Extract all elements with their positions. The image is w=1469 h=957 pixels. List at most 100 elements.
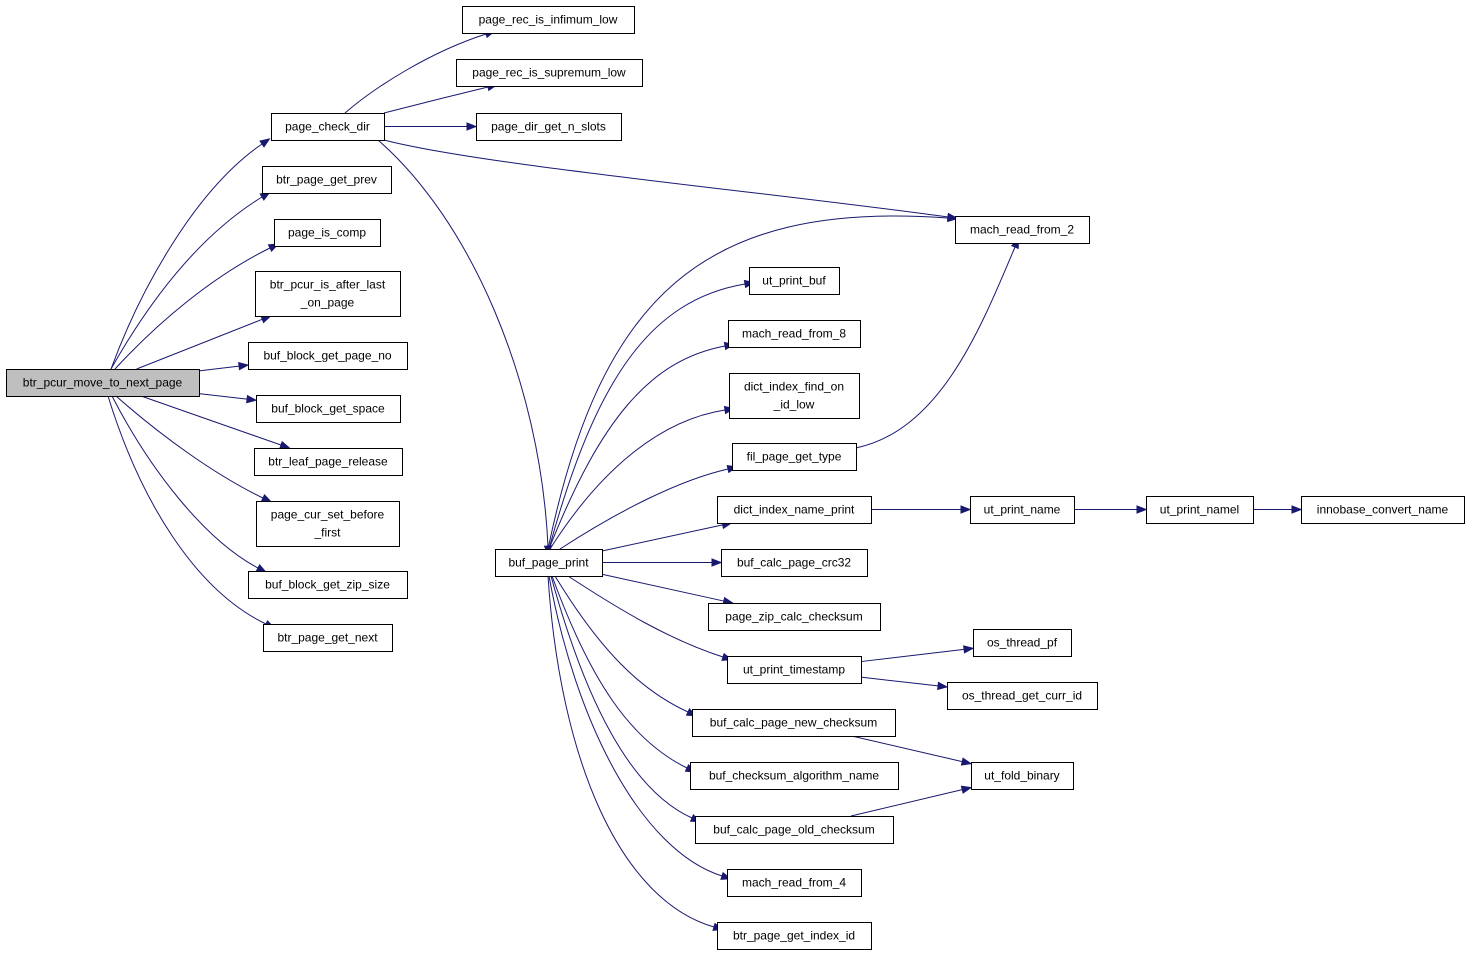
- call-edge-buf_page_print-to-dict_index_name_print: [601, 524, 723, 552]
- node-buf-checksum-algorithm-name[interactable]: buf_checksum_algorithm_name: [690, 762, 899, 790]
- call-edge-buf_page_print-to-buf_calc_page_old_checksum: [550, 575, 693, 819]
- node-page-dir-get-n-slots[interactable]: page_dir_get_n_slots: [476, 113, 622, 141]
- node-label: ut_fold_binary: [984, 769, 1059, 783]
- arrowhead: [279, 440, 291, 449]
- node-label: page_rec_is_infimum_low: [479, 13, 618, 27]
- node-buf-page-print[interactable]: buf_page_print: [495, 549, 603, 577]
- node-label: mach_read_from_8: [742, 327, 846, 341]
- node-btr-pcur-move-to-next-page[interactable]: btr_pcur_move_to_next_page: [6, 369, 200, 397]
- node-box: [692, 709, 896, 737]
- arrowhead: [937, 681, 949, 691]
- arrowhead: [960, 785, 973, 794]
- node-box: [256, 501, 400, 547]
- node-label: buf_calc_page_old_checksum: [713, 823, 874, 837]
- arrowhead: [1291, 505, 1303, 514]
- node-buf-block-get-page-no[interactable]: buf_block_get_page_no: [248, 342, 408, 370]
- node-label: btr_page_get_next: [277, 631, 378, 645]
- node-label: buf_block_get_page_no: [263, 349, 391, 363]
- node-page-is-comp[interactable]: page_is_comp: [274, 219, 381, 247]
- call-edge-buf_calc_page_new_checksum-to-ut_fold_binary: [851, 735, 963, 763]
- node-btr-pcur-is-after-last-on-page[interactable]: btr_pcur_is_after_last_on_page: [255, 271, 401, 317]
- call-edge-btr_pcur_move_to_next_page-to-page_cur_set_before_first: [115, 395, 264, 499]
- arrowhead: [947, 213, 959, 223]
- node-os-thread-get-curr-id[interactable]: os_thread_get_curr_id: [947, 682, 1098, 710]
- node-btr-leaf-page-release[interactable]: btr_leaf_page_release: [254, 448, 403, 476]
- node-ut-fold-binary[interactable]: ut_fold_binary: [971, 762, 1074, 790]
- node-box: [971, 762, 1074, 790]
- node-box: [729, 373, 860, 419]
- node-label: page_dir_get_n_slots: [491, 120, 606, 134]
- node-mach-read-from-2[interactable]: mach_read_from_2: [955, 216, 1090, 244]
- node-box: [1146, 496, 1254, 524]
- node-dict-index-name-print[interactable]: dict_index_name_print: [717, 496, 872, 524]
- call-edge-buf_calc_page_old_checksum-to-ut_fold_binary: [850, 789, 963, 817]
- node-label: page_cur_set_before: [271, 508, 385, 522]
- node-label: fil_page_get_type: [747, 450, 842, 464]
- node-fil-page-get-type[interactable]: fil_page_get_type: [732, 443, 857, 471]
- node-label: _on_page: [300, 296, 355, 310]
- node-buf-calc-page-new-checksum[interactable]: buf_calc_page_new_checksum: [692, 709, 896, 737]
- node-label: ut_print_name: [984, 503, 1061, 517]
- arrowhead: [960, 505, 972, 514]
- node-box: [274, 219, 381, 247]
- node-label: ut_print_buf: [762, 274, 826, 288]
- call-edge-buf_page_print-to-dict_index_find_on_id_low: [549, 409, 726, 550]
- node-btr-page-get-next[interactable]: btr_page_get_next: [263, 624, 393, 652]
- call-edge-btr_pcur_move_to_next_page-to-btr_pcur_is_after_last_on_page: [136, 318, 263, 370]
- function-nodes: btr_pcur_move_to_next_page page_check_dir…: [6, 6, 1465, 950]
- node-box: [495, 549, 603, 577]
- node-page-zip-calc-checksum[interactable]: page_zip_calc_checksum: [708, 603, 881, 631]
- node-mach-read-from-8[interactable]: mach_read_from_8: [728, 320, 861, 348]
- node-label: dict_index_find_on: [744, 380, 844, 394]
- node-dict-index-find-on-id-low[interactable]: dict_index_find_on _id_low: [729, 373, 860, 419]
- node-buf-block-get-space[interactable]: buf_block_get_space: [256, 395, 401, 423]
- arrowhead: [1136, 505, 1148, 514]
- node-os-thread-pf[interactable]: os_thread_pf: [973, 629, 1072, 657]
- node-ut-print-name[interactable]: ut_print_name: [970, 496, 1075, 524]
- node-label: buf_calc_page_new_checksum: [710, 716, 877, 730]
- call-edge-buf_page_print-to-fil_page_get_type: [559, 468, 729, 550]
- node-box: [456, 59, 643, 87]
- node-innobase-convert-name[interactable]: innobase_convert_name: [1301, 496, 1465, 524]
- call-edge-buf_page_print-to-mach_read_from_2: [547, 215, 949, 550]
- call-edge-buf_page_print-to-buf_checksum_algorithm_name: [551, 575, 688, 769]
- node-page-check-dir[interactable]: page_check_dir: [271, 113, 385, 141]
- node-btr-page-get-index-id[interactable]: btr_page_get_index_id: [717, 922, 872, 950]
- node-label: page_is_comp: [288, 226, 366, 240]
- call-edge-btr_pcur_move_to_next_page-to-buf_block_get_page_no: [198, 365, 240, 372]
- call-edges: [107, 30, 1303, 931]
- node-ut-print-namel[interactable]: ut_print_namel: [1146, 496, 1254, 524]
- node-buf-calc-page-crc32[interactable]: buf_calc_page_crc32: [721, 549, 868, 577]
- call-edge-buf_page_print-to-mach_read_from_8: [548, 345, 726, 550]
- call-edge-buf_page_print-to-mach_read_from_4: [548, 575, 723, 877]
- call-edge-btr_pcur_move_to_next_page-to-btr_page_get_prev: [110, 196, 263, 370]
- node-box: [955, 216, 1090, 244]
- node-box: [254, 448, 403, 476]
- call-edge-page_check_dir-to-page_rec_is_infimum_low: [344, 33, 487, 114]
- node-ut-print-buf[interactable]: ut_print_buf: [749, 267, 840, 295]
- node-label: os_thread_pf: [987, 636, 1058, 650]
- node-box: [970, 496, 1075, 524]
- call-edge-btr_pcur_move_to_next_page-to-btr_page_get_next: [107, 395, 267, 625]
- node-box: [248, 571, 408, 599]
- call-edge-buf_page_print-to-page_zip_calc_checksum: [601, 573, 724, 602]
- node-page-cur-set-before-first[interactable]: page_cur_set_before_first: [256, 501, 400, 547]
- node-label: _id_low: [773, 398, 815, 412]
- arrowhead: [960, 757, 973, 766]
- arrowhead: [259, 138, 271, 148]
- node-label: btr_page_get_index_id: [733, 929, 855, 943]
- node-label: buf_checksum_algorithm_name: [709, 769, 879, 783]
- call-edge-ut_print_timestamp-to-os_thread_pf: [860, 648, 965, 663]
- call-edge-btr_pcur_move_to_next_page-to-page_check_dir: [110, 143, 263, 370]
- node-buf-calc-page-old-checksum[interactable]: buf_calc_page_old_checksum: [695, 816, 894, 844]
- node-buf-block-get-zip-size[interactable]: buf_block_get_zip_size: [248, 571, 408, 599]
- node-label: page_zip_calc_checksum: [725, 610, 862, 624]
- node-ut-print-timestamp[interactable]: ut_print_timestamp: [727, 656, 862, 684]
- node-btr-page-get-prev[interactable]: btr_page_get_prev: [262, 166, 392, 194]
- node-page-rec-is-supremum-low[interactable]: page_rec_is_supremum_low: [456, 59, 643, 87]
- node-mach-read-from-4[interactable]: mach_read_from_4: [727, 869, 862, 897]
- call-edge-buf_page_print-to-ut_print_timestamp: [567, 575, 724, 658]
- node-page-rec-is-infimum-low[interactable]: page_rec_is_infimum_low: [462, 6, 635, 34]
- call-edge-page_check_dir-to-mach_read_from_2: [383, 139, 949, 218]
